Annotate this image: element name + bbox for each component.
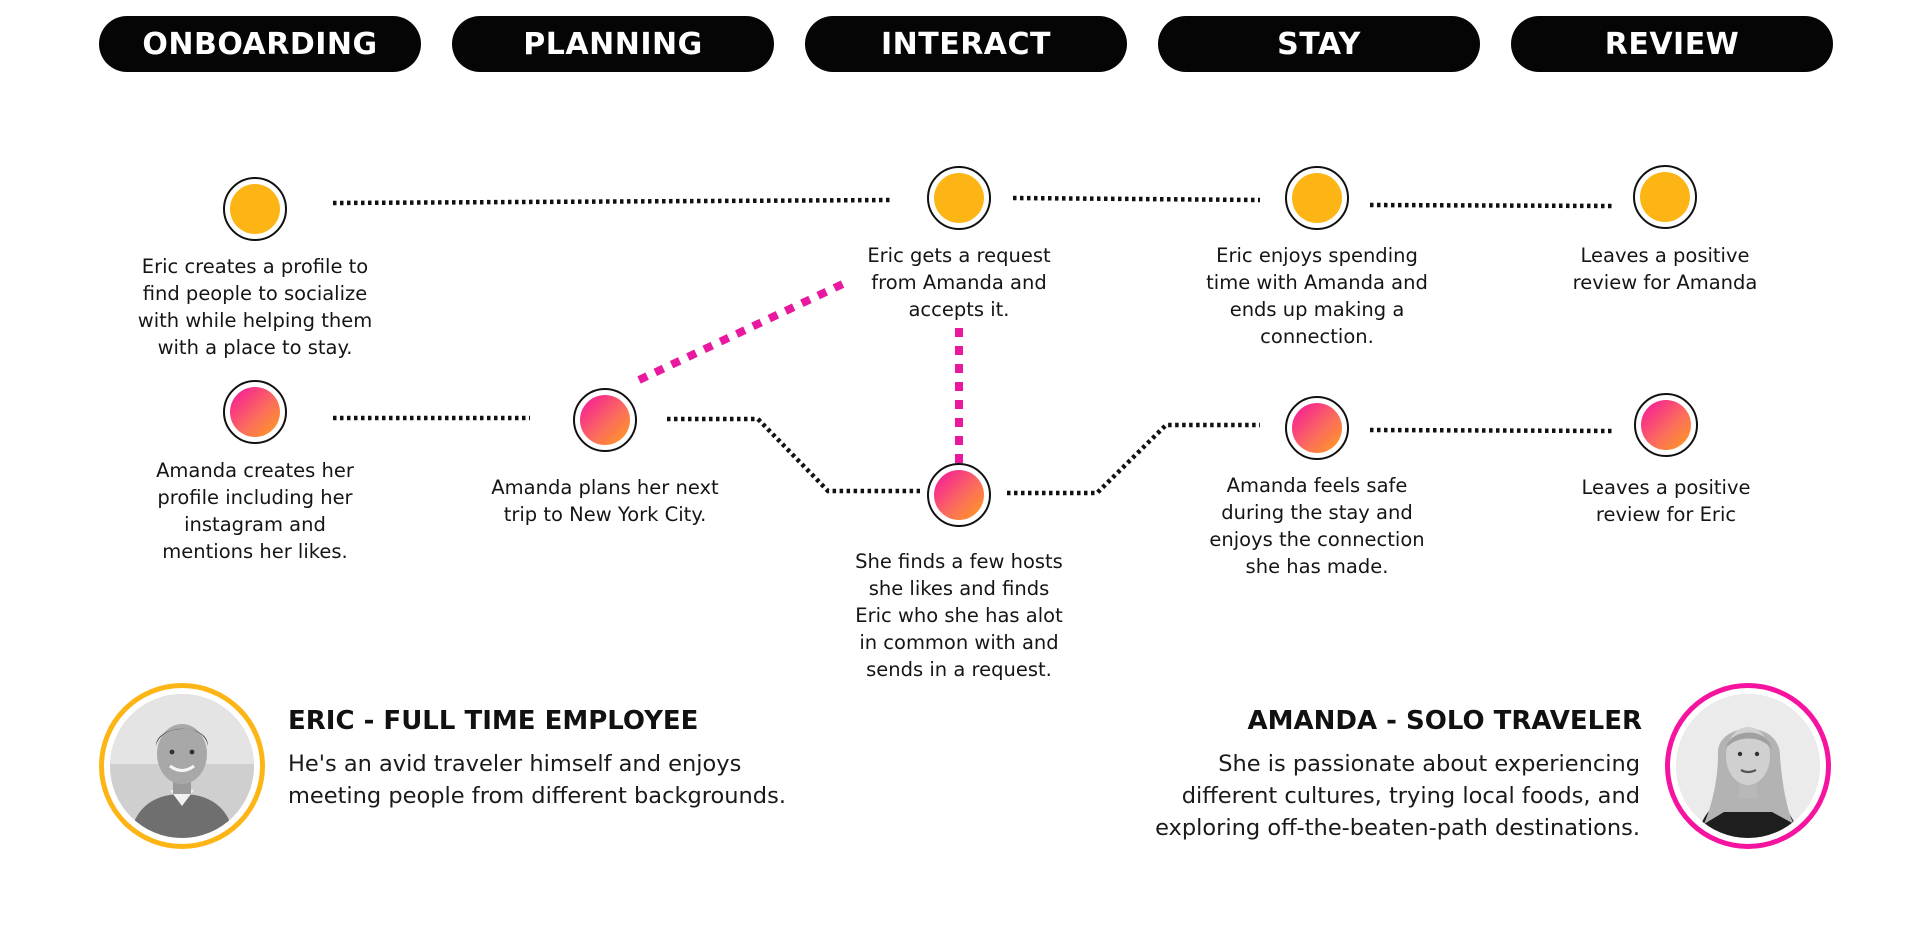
stage-stay: STAY bbox=[1158, 16, 1480, 72]
eric-persona-bio: He's an avid traveler himself and enjoys… bbox=[288, 748, 786, 812]
amanda-bio-line: exploring off-the-beaten-path destinatio… bbox=[1155, 815, 1640, 841]
stage-interact: INTERACT bbox=[805, 16, 1127, 72]
amanda-node-onboarding bbox=[223, 380, 287, 444]
amanda-avatar bbox=[1665, 683, 1831, 849]
amanda-persona-title: AMANDA - SOLO TRAVELER bbox=[1247, 706, 1642, 736]
eric-persona-title: ERIC - FULL TIME EMPLOYEE bbox=[288, 706, 699, 736]
amanda-step-interact: She finds a few hosts she likes and find… bbox=[855, 550, 1063, 681]
eric-step-stay: Eric enjoys spending time with Amanda an… bbox=[1206, 244, 1428, 348]
cross-link-request-diagonal bbox=[637, 278, 849, 384]
eric-node-stay bbox=[1285, 166, 1349, 230]
amanda-bio-line: She is passionate about experiencing bbox=[1218, 751, 1640, 777]
eric-step-review: Leaves a positive review for Amanda bbox=[1572, 244, 1758, 294]
amanda-node-stay bbox=[1285, 396, 1349, 460]
person-icon bbox=[1676, 694, 1820, 838]
stage-review: REVIEW bbox=[1511, 16, 1833, 72]
amanda-step-onboarding: Amanda creates her profile including her… bbox=[156, 459, 354, 563]
amanda-step-review: Leaves a positive review for Eric bbox=[1581, 476, 1751, 526]
eric-connector-onboarding-interact bbox=[332, 197, 894, 206]
eric-step-interact: Eric gets a request from Amanda and acce… bbox=[867, 244, 1051, 321]
amanda-persona-bio: She is passionate about experiencing dif… bbox=[1155, 748, 1640, 844]
eric-avatar bbox=[99, 683, 265, 849]
amanda-connector-interact-stay bbox=[1007, 422, 1260, 496]
amanda-connector-stay-review bbox=[1369, 427, 1616, 434]
eric-node-interact bbox=[927, 166, 991, 230]
amanda-step-planning: Amanda plans her next trip to New York C… bbox=[491, 476, 719, 526]
amanda-node-review bbox=[1634, 393, 1698, 457]
eric-step-onboarding: Eric creates a profile to find people to… bbox=[137, 255, 373, 359]
amanda-connector-planning-interact bbox=[667, 416, 920, 494]
eric-connector-interact-stay bbox=[1012, 195, 1261, 203]
eric-node-onboarding bbox=[223, 177, 287, 241]
stage-planning: PLANNING bbox=[452, 16, 774, 72]
amanda-bio-line: different cultures, trying local foods, … bbox=[1181, 783, 1640, 809]
eric-node-review bbox=[1633, 165, 1697, 229]
amanda-step-stay: Amanda feels safe during the stay and en… bbox=[1209, 474, 1425, 578]
eric-bio-line: He's an avid traveler himself and enjoys bbox=[288, 751, 742, 777]
stage-onboarding: ONBOARDING bbox=[99, 16, 421, 72]
amanda-node-planning bbox=[573, 388, 637, 452]
person-icon bbox=[110, 694, 254, 838]
eric-connector-stay-review bbox=[1369, 202, 1616, 209]
amanda-node-interact bbox=[927, 463, 991, 527]
eric-bio-line: meeting people from different background… bbox=[288, 783, 786, 809]
